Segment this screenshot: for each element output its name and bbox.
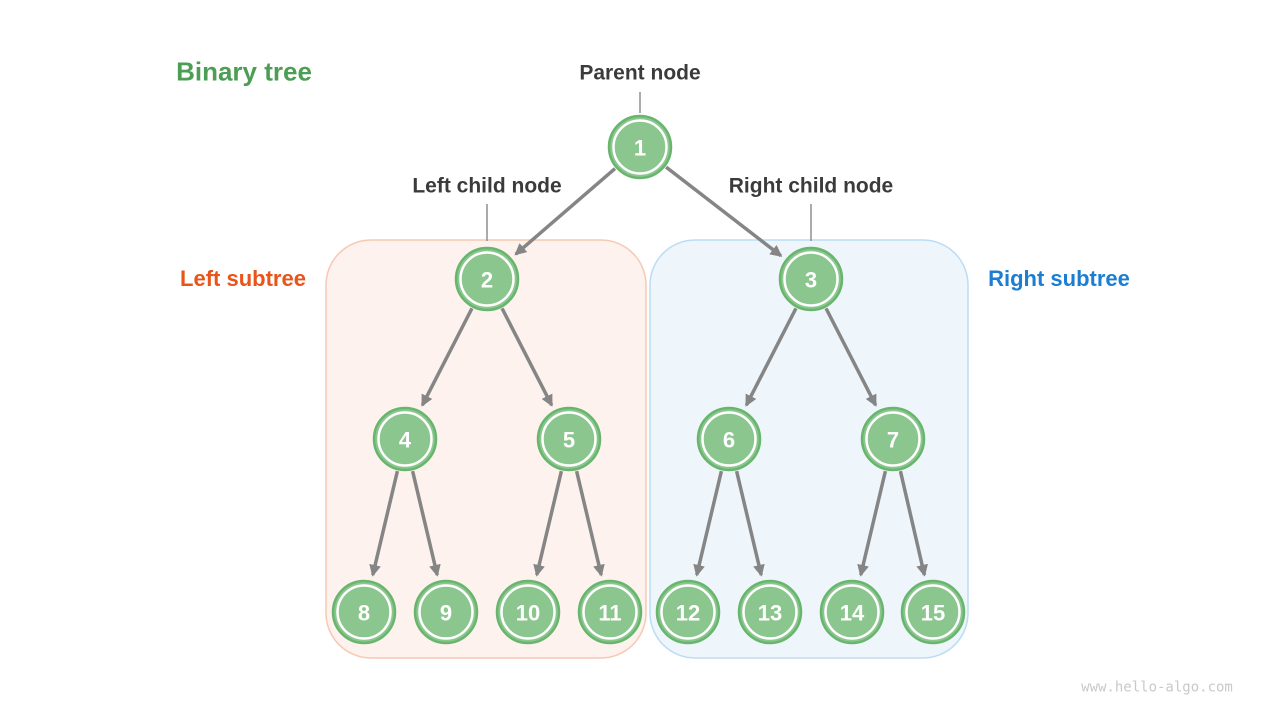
tree-node-15: 15 [900, 579, 966, 645]
node-circle [331, 579, 397, 645]
edge-3-6 [744, 307, 798, 407]
node-value: 13 [758, 601, 782, 626]
node-value: 3 [805, 268, 817, 293]
edge-6-13 [734, 470, 765, 577]
node-circle [900, 579, 966, 645]
edge-5-10 [533, 470, 564, 577]
right-child-node-label: Right child node [728, 174, 894, 198]
tree-node-4: 4 [372, 406, 438, 472]
node-inner-ring [541, 411, 597, 467]
edge-1-2 [514, 167, 617, 256]
node-inner-ring [612, 119, 668, 175]
tree-node-10: 10 [495, 579, 561, 645]
tree-node-1: 1 [607, 114, 673, 180]
node-circle [495, 579, 561, 645]
watermark: www.hello-algo.com [1081, 679, 1233, 696]
edge-6-12 [693, 470, 724, 577]
node-value: 14 [840, 601, 865, 626]
node-inner-ring [783, 251, 839, 307]
node-circle [655, 579, 721, 645]
subtree-box-left [325, 239, 647, 659]
tree-node-5: 5 [536, 406, 602, 472]
edge-3-7 [824, 307, 878, 407]
node-value: 11 [598, 601, 621, 626]
tree-node-3: 3 [778, 246, 844, 312]
node-inner-ring [824, 584, 880, 640]
node-circle [577, 579, 643, 645]
edge-4-8 [369, 470, 400, 577]
left-child-node-label: Left child node [412, 174, 562, 198]
node-circle [696, 406, 762, 472]
node-circle [536, 406, 602, 472]
edge-7-14 [857, 470, 888, 577]
node-inner-ring [865, 411, 921, 467]
node-value: 6 [723, 428, 735, 453]
node-inner-ring [336, 584, 392, 640]
node-inner-ring [582, 584, 638, 640]
node-circle [778, 246, 844, 312]
node-value: 10 [516, 601, 540, 626]
edge-4-9 [410, 470, 441, 577]
edge-7-15 [898, 470, 928, 577]
node-circle [737, 579, 803, 645]
node-circle [454, 246, 520, 312]
tree-node-2: 2 [454, 246, 520, 312]
tree-node-12: 12 [655, 579, 721, 645]
edge-5-11 [574, 470, 605, 577]
tree-node-13: 13 [737, 579, 803, 645]
right-subtree-label: Right subtree [988, 265, 1130, 291]
node-inner-ring [701, 411, 757, 467]
node-value: 8 [358, 601, 370, 626]
node-value: 5 [563, 428, 575, 453]
node-value: 2 [481, 268, 493, 293]
node-inner-ring [377, 411, 433, 467]
node-value: 12 [676, 601, 700, 626]
tree-node-11: 11 [577, 579, 643, 645]
node-value: 9 [440, 601, 452, 626]
node-inner-ring [500, 584, 556, 640]
node-inner-ring [660, 584, 716, 640]
parent-node-label: Parent node [579, 61, 701, 85]
left-subtree-label: Left subtree [180, 265, 306, 291]
diagram-title: Binary tree [176, 56, 312, 87]
node-circle [607, 114, 673, 180]
tree-node-6: 6 [696, 406, 762, 472]
node-value: 7 [887, 428, 899, 453]
node-circle [372, 406, 438, 472]
tree-node-9: 9 [413, 579, 479, 645]
edge-2-4 [420, 307, 474, 407]
node-value: 1 [634, 136, 646, 161]
node-value: 15 [921, 601, 945, 626]
subtree-box-right [649, 239, 969, 659]
node-circle [413, 579, 479, 645]
node-circle [819, 579, 885, 645]
tree-node-8: 8 [331, 579, 397, 645]
node-value: 4 [399, 428, 412, 453]
node-circle [860, 406, 926, 472]
tree-node-14: 14 [819, 579, 885, 645]
node-inner-ring [742, 584, 798, 640]
node-inner-ring [418, 584, 474, 640]
edge-2-5 [500, 307, 554, 407]
edge-1-3 [665, 165, 783, 258]
node-inner-ring [905, 584, 961, 640]
tree-node-7: 7 [860, 406, 926, 472]
node-inner-ring [459, 251, 515, 307]
